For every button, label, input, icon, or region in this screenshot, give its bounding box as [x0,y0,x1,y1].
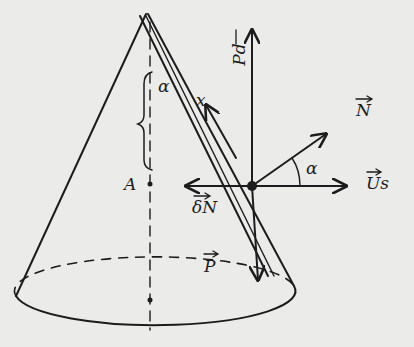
force-arrow [186,185,252,187]
force-label: α [158,78,169,95]
force-label: α [306,160,317,177]
force-label: A [124,176,136,193]
vector-bar [204,251,218,257]
force-arrow [252,186,258,280]
force-label: P [204,258,215,275]
force-label: x [196,92,206,109]
force-arrow [251,30,253,186]
force-label: δN [192,199,217,216]
force-label: N [356,102,371,119]
cone-axis [149,22,150,330]
vector-bar [235,30,236,44]
axis-point [148,182,153,187]
force-label: Us [366,175,389,192]
force-arrow [252,134,326,186]
axis-point [148,298,153,303]
cone-base-back [14,257,294,296]
angle-arc [292,158,300,186]
rod [140,16,268,276]
bracket [138,72,152,170]
contact-point [247,181,257,191]
cone-side [148,14,294,286]
cone-base-front [16,286,296,325]
force-arrow [206,105,236,158]
force-label: Pd [231,43,248,65]
force-arrow [252,185,346,187]
cone-side [16,14,146,296]
